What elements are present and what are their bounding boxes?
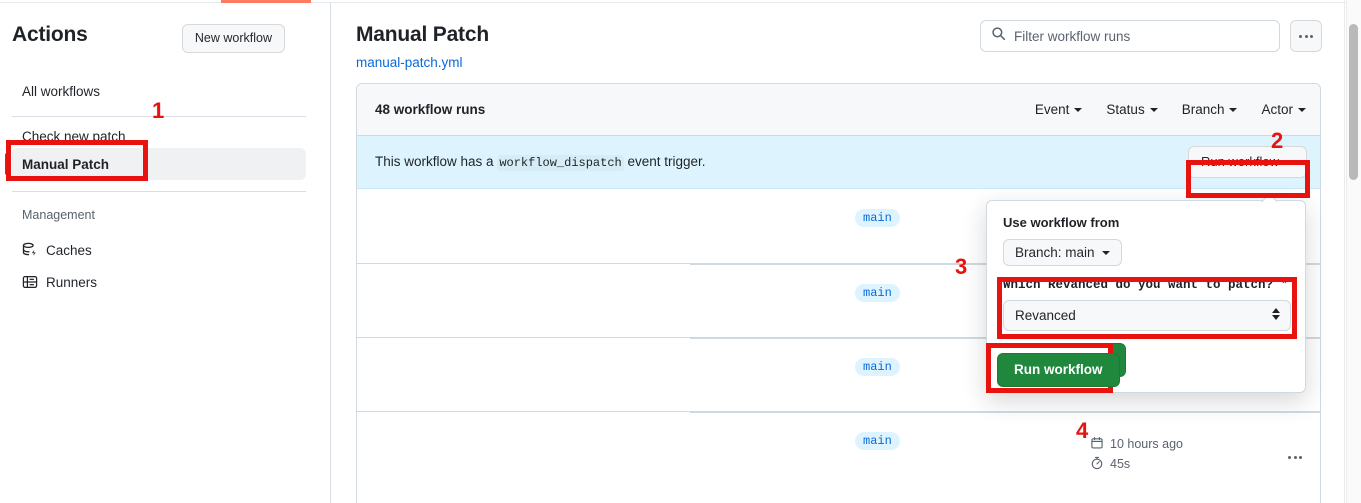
dispatch-suffix: event trigger. — [627, 154, 706, 169]
timestamp-text: 10 hours ago — [1110, 437, 1183, 451]
stopwatch-icon — [1090, 456, 1104, 473]
calendar-icon — [1090, 436, 1104, 453]
dispatch-notice-text: This workflow has a workflow_dispatch ev… — [375, 154, 706, 170]
workflow-file-link[interactable]: manual-patch.yml — [356, 55, 463, 70]
run-meta: 10 hours ago 45s — [1090, 434, 1250, 474]
run-workflow-button-label: Run workflow — [1200, 154, 1279, 169]
active-tab-indicator — [221, 0, 311, 3]
run-workflow-submit-button-overlay[interactable]: Run workflow — [997, 353, 1120, 387]
filter-label: Event — [1034, 102, 1070, 117]
inner-scroll-divider — [1344, 0, 1345, 503]
sidebar-item-manual-patch[interactable]: Manual Patch — [5, 148, 306, 180]
chevron-down-icon — [1298, 107, 1306, 112]
branch-badge[interactable]: main — [855, 209, 900, 227]
search-icon — [991, 26, 1006, 46]
workflow-input-label-text: Which Revanced do you want to patch? — [1003, 278, 1274, 292]
filter-actor[interactable]: Actor — [1261, 102, 1306, 117]
filter-label: Status — [1106, 102, 1145, 117]
sidebar-header: Actions New workflow — [12, 23, 306, 55]
sidebar: Actions New workflow All workflows Check… — [0, 3, 331, 503]
page-title: Manual Patch — [356, 23, 489, 46]
revanced-select[interactable]: Revanced — [1003, 300, 1291, 331]
new-workflow-button[interactable]: New workflow — [181, 24, 285, 53]
up-down-chevron-icon — [1272, 308, 1280, 320]
sidebar-title: Actions — [12, 23, 88, 46]
row-more-options-button[interactable] — [1288, 456, 1302, 459]
use-workflow-from-section: Use workflow from Branch: main — [987, 201, 1305, 266]
filter-bar: Event Status Branch Actor — [1035, 102, 1306, 117]
sidebar-item-caches[interactable]: Caches — [12, 234, 306, 266]
workflow-input-field: Which Revanced do you want to patch? * R… — [987, 266, 1305, 331]
chevron-down-icon — [1229, 107, 1238, 112]
filter-label: Actor — [1261, 102, 1293, 117]
chevron-down-icon — [1149, 107, 1158, 112]
runner-icon — [22, 274, 38, 290]
workflow-runs-header: 48 workflow runs Event Status Branch — [357, 84, 1320, 136]
sidebar-item-label: Check new patch — [22, 128, 126, 144]
page-scrollbar-thumb[interactable] — [1349, 24, 1358, 180]
revanced-select-value: Revanced — [1015, 308, 1076, 323]
workflow-input-label: Which Revanced do you want to patch? * — [1003, 278, 1289, 292]
row-divider — [690, 412, 1320, 413]
use-workflow-from-label: Use workflow from — [1003, 215, 1120, 230]
sidebar-item-label: All workflows — [22, 83, 101, 99]
run-workflow-dropdown-button[interactable]: Run workflow — [1187, 146, 1307, 178]
branch-badge[interactable]: main — [855, 358, 900, 376]
more-options-button[interactable] — [1290, 20, 1322, 52]
sidebar-item-label: Runners — [46, 274, 98, 290]
branch-badge[interactable]: main — [855, 284, 900, 302]
table-row[interactable]: main — [357, 189, 1320, 263]
workflow-dispatch-notice: This workflow has a workflow_dispatch ev… — [357, 136, 1320, 189]
chevron-down-icon — [1101, 250, 1110, 255]
search-placeholder-text: Filter workflow runs — [1014, 28, 1131, 44]
sidebar-item-runners[interactable]: Runners — [12, 266, 306, 298]
main-content: Manual Patch manual-patch.yml Filter wor… — [332, 3, 1361, 503]
sidebar-item-label: Manual Patch — [22, 156, 110, 172]
table-row[interactable]: main 10 hours ago — [357, 411, 1320, 485]
sidebar-divider-2 — [12, 191, 306, 192]
chevron-down-icon — [1074, 107, 1083, 112]
run-duration: 45s — [1090, 454, 1250, 474]
filter-label: Branch — [1181, 102, 1225, 117]
popover-arrow — [1261, 193, 1277, 202]
branch-select-button[interactable]: Branch: main — [1003, 239, 1122, 266]
dispatch-event-code: workflow_dispatch — [499, 156, 622, 170]
workflow-runs-count: 48 workflow runs — [375, 102, 486, 117]
filter-event[interactable]: Event — [1035, 102, 1083, 117]
filter-branch[interactable]: Branch — [1182, 102, 1238, 117]
filter-workflow-runs-input[interactable]: Filter workflow runs — [980, 20, 1280, 52]
sidebar-section-management: Management — [22, 208, 95, 222]
branch-select-label: Branch: main — [1015, 245, 1095, 260]
required-marker: * — [1280, 278, 1289, 292]
cache-icon — [22, 242, 38, 258]
duration-text: 45s — [1110, 457, 1131, 471]
top-hairline — [0, 2, 1361, 3]
sidebar-item-check-new-patch[interactable]: Check new patch — [12, 120, 306, 152]
sidebar-item-all-workflows[interactable]: All workflows — [12, 75, 306, 107]
filter-status[interactable]: Status — [1106, 102, 1158, 117]
branch-badge[interactable]: main — [855, 432, 900, 450]
page-scrollbar-track[interactable] — [1346, 0, 1361, 503]
kebab-menu-icon — [1299, 34, 1313, 38]
chevron-down-icon — [1286, 160, 1294, 164]
sidebar-divider-1 — [12, 116, 306, 117]
sidebar-item-label: Caches — [46, 242, 92, 258]
dispatch-prefix: This workflow has a — [375, 154, 494, 169]
selected-indicator-bar — [5, 153, 9, 175]
run-timestamp: 10 hours ago — [1090, 434, 1250, 454]
workflow-runs-panel: 48 workflow runs Event Status Branch — [356, 83, 1321, 503]
